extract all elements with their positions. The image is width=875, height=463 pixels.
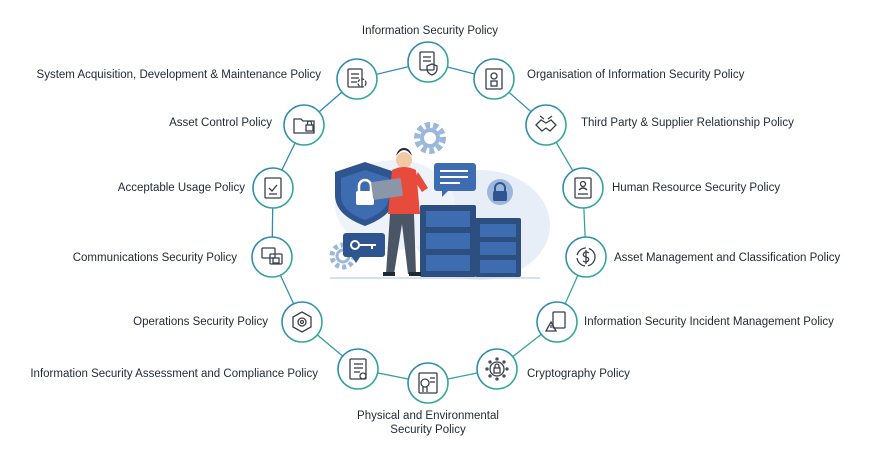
security-illustration	[329, 122, 550, 280]
hexagon-gear-icon	[292, 311, 312, 333]
node-circle	[407, 362, 449, 404]
policy-label: Cryptography Policy	[527, 368, 630, 380]
policy-node	[476, 348, 518, 390]
person-figure	[371, 148, 428, 276]
policy-label: Physical and Environmental Security Poli…	[357, 410, 499, 436]
document-check-icon	[264, 177, 282, 199]
policy-label: Organisation of Information Security Pol…	[527, 69, 745, 81]
certificate-icon	[418, 372, 438, 394]
chat-lock-icon	[261, 247, 283, 265]
policy-label: Communications Security Policy	[72, 252, 237, 264]
folder-lock-icon	[293, 118, 315, 134]
key-bubble-icon	[343, 233, 385, 263]
shield-lock-icon	[335, 162, 395, 226]
node-circle	[336, 58, 378, 100]
message-bubble-icon	[434, 163, 476, 197]
person-document-icon	[574, 177, 592, 199]
policy-label: Information Security Incident Management…	[584, 316, 834, 328]
node-circle	[536, 301, 578, 343]
report-gear-icon	[347, 68, 367, 88]
policy-node	[562, 167, 604, 209]
policy-label: Operations Security Policy	[133, 316, 268, 328]
policy-node	[473, 58, 515, 100]
node-circle	[337, 348, 379, 390]
policy-node	[336, 58, 378, 100]
policy-label: Information Security Assessment and Comp…	[30, 368, 318, 380]
node-circle	[407, 41, 449, 83]
padlock-icon	[487, 179, 513, 205]
policy-node	[407, 41, 449, 83]
server-rack	[330, 205, 540, 279]
policy-label: Information Security Policy	[361, 25, 499, 37]
checklist-icon	[349, 358, 367, 380]
policy-node	[252, 167, 294, 209]
node-circle	[251, 236, 293, 278]
policy-node	[337, 348, 379, 390]
policy-label: Asset Control Policy	[169, 117, 272, 129]
node-circle	[283, 104, 325, 146]
warning-document-icon	[544, 311, 566, 332]
policy-nodes	[251, 41, 607, 404]
policy-node	[525, 104, 567, 146]
node-circle	[525, 104, 567, 146]
policy-node	[251, 236, 293, 278]
policy-node	[283, 104, 325, 146]
policy-label: Human Resource Security Policy	[612, 182, 781, 194]
policy-label: System Acquisition, Development & Mainte…	[36, 69, 321, 81]
policy-label: Acceptable Usage Policy	[117, 182, 245, 194]
node-circle	[252, 167, 294, 209]
policy-node	[281, 301, 323, 343]
network-lock-icon	[485, 357, 509, 381]
badge-lock-icon	[485, 68, 503, 90]
policy-node	[536, 301, 578, 343]
node-circle	[476, 348, 518, 390]
dollar-cycle-icon	[576, 247, 596, 267]
document-shield-icon	[419, 51, 438, 76]
handshake-icon	[535, 115, 557, 132]
policy-node	[565, 236, 607, 278]
node-circle	[281, 301, 323, 343]
policy-node	[407, 362, 449, 404]
policy-label: Third Party & Supplier Relationship Poli…	[581, 117, 794, 129]
policy-label: Asset Management and Classification Poli…	[614, 252, 841, 264]
gear-icon	[414, 122, 446, 154]
